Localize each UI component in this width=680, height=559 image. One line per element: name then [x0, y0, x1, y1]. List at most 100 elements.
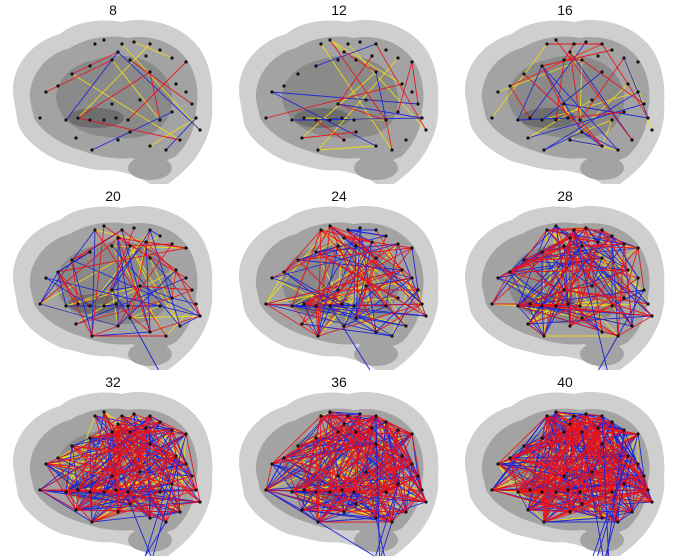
edge-red: [283, 457, 427, 503]
network-node: [70, 258, 74, 262]
network-node: [88, 250, 92, 254]
network-node: [636, 60, 640, 64]
network-node: [580, 130, 584, 134]
network-node: [420, 302, 424, 306]
panel-label: 8: [109, 2, 117, 18]
network-node: [554, 224, 558, 228]
edge-red: [317, 303, 343, 337]
edge-red: [39, 237, 119, 305]
network-node: [616, 520, 620, 524]
network-node: [590, 470, 594, 474]
network-node: [114, 302, 118, 306]
network-node: [354, 58, 358, 62]
edge-red: [355, 503, 393, 523]
edge-red: [375, 415, 413, 465]
edge-blue: [315, 243, 399, 253]
network-node: [568, 138, 572, 142]
panel-label: 36: [331, 374, 347, 390]
network-node: [148, 414, 152, 418]
edge-red: [517, 415, 603, 493]
edge-red: [527, 323, 545, 337]
edge-red: [391, 489, 423, 523]
edge-blue: [317, 491, 331, 523]
network-node: [650, 500, 654, 504]
network-node: [508, 456, 512, 460]
edge-blue: [541, 71, 603, 121]
edge-red: [315, 463, 413, 493]
network-node: [132, 412, 136, 416]
edge-red: [541, 49, 613, 67]
edge-blue: [89, 437, 151, 519]
network-node: [596, 54, 600, 58]
network-node: [290, 490, 294, 494]
network-node: [300, 508, 304, 512]
network-node: [526, 136, 530, 140]
edge-red: [581, 431, 645, 477]
network-node: [346, 42, 350, 46]
edge-red: [585, 413, 603, 417]
network-node: [264, 302, 268, 306]
network-node: [490, 302, 494, 306]
network-node: [374, 144, 378, 148]
edge-blue: [265, 415, 377, 491]
edge-red: [375, 429, 399, 519]
edge-blue: [337, 475, 343, 491]
edge-blue: [527, 103, 645, 139]
edge-yellow: [317, 145, 377, 151]
network-node: [626, 454, 630, 458]
network-node: [184, 432, 188, 436]
edge-red: [365, 455, 403, 473]
network-node: [70, 444, 74, 448]
edge-red: [347, 415, 393, 523]
network-node: [610, 490, 614, 494]
network-node: [302, 488, 306, 492]
network-node: [148, 330, 152, 334]
network-node: [554, 38, 558, 42]
network-node: [144, 426, 148, 430]
edge-yellow: [129, 315, 201, 319]
edge-yellow: [320, 411, 331, 417]
network-node: [184, 246, 188, 250]
network-node: [158, 234, 162, 238]
network-node: [70, 72, 74, 76]
edge-blue: [317, 245, 339, 337]
edge-blue: [497, 277, 543, 307]
network-node: [128, 430, 132, 434]
network-node: [190, 288, 194, 292]
network-node: [568, 510, 572, 514]
network-node: [148, 144, 152, 148]
edge-red: [77, 71, 151, 119]
edge-red: [297, 415, 349, 447]
network-node: [144, 54, 148, 58]
network-node: [600, 516, 604, 520]
edge-blue: [129, 503, 152, 557]
edge-red: [581, 427, 599, 433]
network-node: [354, 430, 358, 434]
edge-red: [579, 57, 625, 121]
network-node: [114, 116, 118, 120]
edge-red: [601, 43, 629, 85]
edge-red: [71, 51, 119, 75]
node-layer: [264, 38, 428, 152]
network-node: [568, 50, 572, 54]
edge-red: [569, 241, 599, 327]
network-node: [38, 116, 42, 120]
network-node: [342, 422, 346, 426]
edge-yellow: [271, 277, 331, 307]
edge-blue: [353, 245, 357, 307]
network-node: [342, 138, 346, 142]
network-node: [282, 456, 286, 460]
network-node: [314, 436, 318, 440]
edge-red: [159, 421, 187, 465]
network-node: [128, 244, 132, 248]
panel-3: 16: [452, 0, 678, 186]
node-layer: [490, 410, 654, 524]
edge-blue: [623, 57, 639, 93]
brain-network-image: [239, 206, 439, 371]
network-node: [646, 488, 650, 492]
network-node: [319, 228, 323, 232]
edge-red: [569, 423, 649, 491]
panel-1: 8: [0, 0, 226, 186]
network-node: [622, 296, 626, 300]
network-node: [600, 144, 604, 148]
